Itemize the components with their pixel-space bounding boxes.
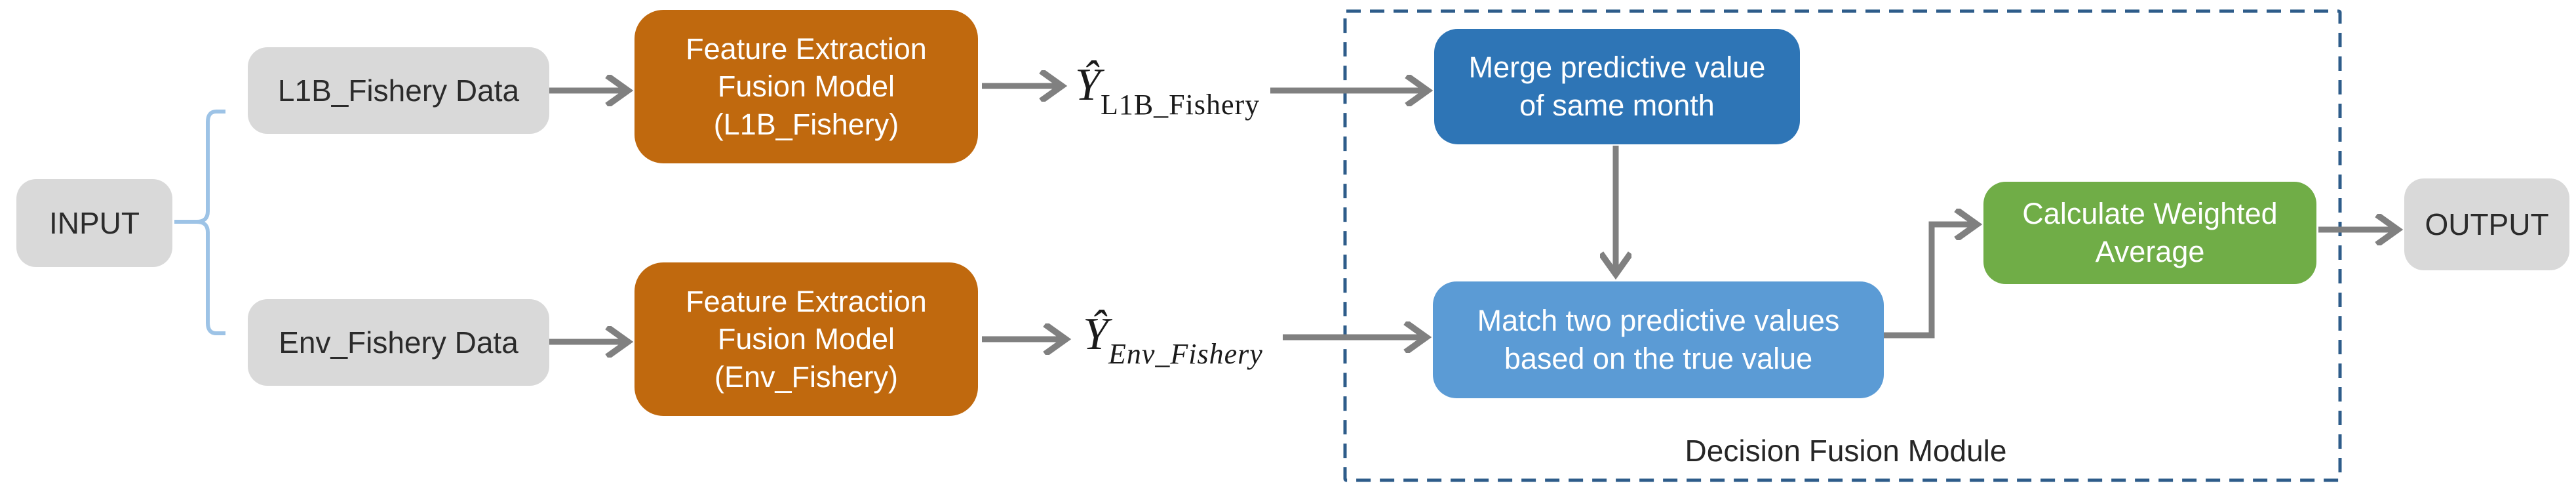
merge-predictive-value-box: Merge predictive value of same month bbox=[1434, 29, 1800, 144]
input-label: INPUT bbox=[49, 205, 140, 240]
arrow-match-to-weighted bbox=[1881, 224, 1976, 339]
yhat-env-subscript: Env_Fishery bbox=[1108, 338, 1263, 370]
yhat-l1b-fishery-label: ŶL1B_Fishery bbox=[1075, 59, 1260, 121]
yhat-l1b-symbol: Ŷ bbox=[1075, 60, 1101, 110]
l1b-fishery-data-label: L1B_Fishery Data bbox=[277, 73, 520, 108]
feature-extraction-model-l1b-label: Feature Extraction Fusion Model (L1B_Fis… bbox=[686, 31, 927, 141]
decision-fusion-module-frame bbox=[1343, 9, 2342, 482]
output-box: OUTPUT bbox=[2404, 178, 2569, 270]
env-fishery-data-label: Env_Fishery Data bbox=[279, 325, 518, 360]
input-box: INPUT bbox=[16, 179, 172, 267]
feature-extraction-model-env-box: Feature Extraction Fusion Model (Env_Fis… bbox=[634, 262, 978, 416]
feature-extraction-model-l1b-box: Feature Extraction Fusion Model (L1B_Fis… bbox=[634, 10, 978, 163]
match-predictive-values-box: Match two predictive values based on the… bbox=[1433, 281, 1884, 398]
output-label: OUTPUT bbox=[2425, 207, 2549, 241]
yhat-l1b-subscript: L1B_Fishery bbox=[1100, 89, 1260, 121]
match-predictive-values-label: Match two predictive values based on the… bbox=[1477, 304, 1840, 375]
input-bracket bbox=[196, 110, 225, 335]
l1b-fishery-data-box: L1B_Fishery Data bbox=[248, 47, 549, 134]
yhat-env-fishery-label: ŶEnv_Fishery bbox=[1083, 308, 1263, 371]
yhat-env-symbol: Ŷ bbox=[1083, 309, 1108, 360]
merge-predictive-value-label: Merge predictive value of same month bbox=[1468, 51, 1766, 122]
calculate-weighted-average-label: Calculate Weighted Average bbox=[2022, 197, 2278, 268]
env-fishery-data-box: Env_Fishery Data bbox=[248, 299, 549, 386]
decision-fusion-module-label: Decision Fusion Module bbox=[1685, 434, 2007, 468]
feature-extraction-model-env-label: Feature Extraction Fusion Model (Env_Fis… bbox=[686, 284, 927, 394]
calculate-weighted-average-box: Calculate Weighted Average bbox=[1983, 182, 2316, 284]
